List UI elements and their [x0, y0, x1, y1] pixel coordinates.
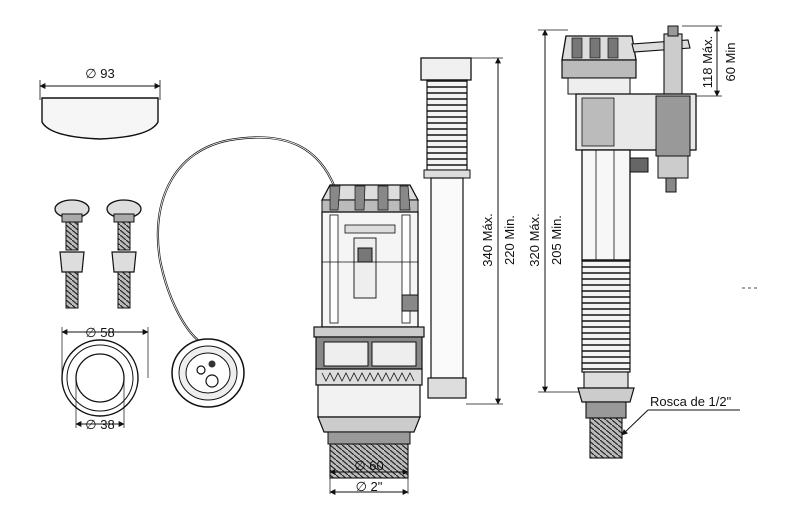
cap-diameter-label: ∅ 93	[85, 66, 114, 81]
valve-base-diameter-1-label: ∅ 60	[354, 458, 383, 473]
ring-part: ∅ 58 ∅ 38	[61, 325, 149, 432]
fill-top-dimension: 118 Máx. 60 Min	[682, 25, 738, 97]
valve-base-dimension: ∅ 60 ∅ 2"	[329, 458, 409, 495]
cap-body	[41, 97, 159, 140]
flush-height-min-label: 220 Min.	[502, 215, 517, 265]
valve-base-diameter-2-label: ∅ 2"	[356, 479, 383, 494]
fill-height-dimension: 320 Máx. 205 Min.	[527, 29, 580, 393]
thread-callout: Rosca de 1/2"	[621, 394, 740, 436]
ring-outer-diameter-label: ∅ 58	[85, 325, 114, 340]
overflow-tube	[420, 57, 472, 399]
flush-height-max-label: 340 Máx.	[480, 213, 495, 266]
fill-top-max-label: 118 Máx.	[700, 36, 715, 89]
cap-part: ∅ 93	[39, 66, 161, 140]
flush-valve	[313, 184, 425, 479]
flush-height-dimension: 340 Máx. 220 Min.	[466, 57, 517, 405]
screw-right	[106, 199, 142, 309]
screw-left	[54, 199, 90, 309]
fill-height-min-label: 205 Min.	[549, 215, 564, 265]
cable-push-button	[156, 136, 337, 408]
fill-top-min-label: 60 Min	[723, 42, 738, 81]
fill-valve	[561, 25, 697, 459]
thread-label: Rosca de 1/2"	[650, 394, 732, 409]
fill-height-max-label: 320 Máx.	[527, 213, 542, 266]
ring-inner-diameter-label: ∅ 38	[85, 417, 114, 432]
